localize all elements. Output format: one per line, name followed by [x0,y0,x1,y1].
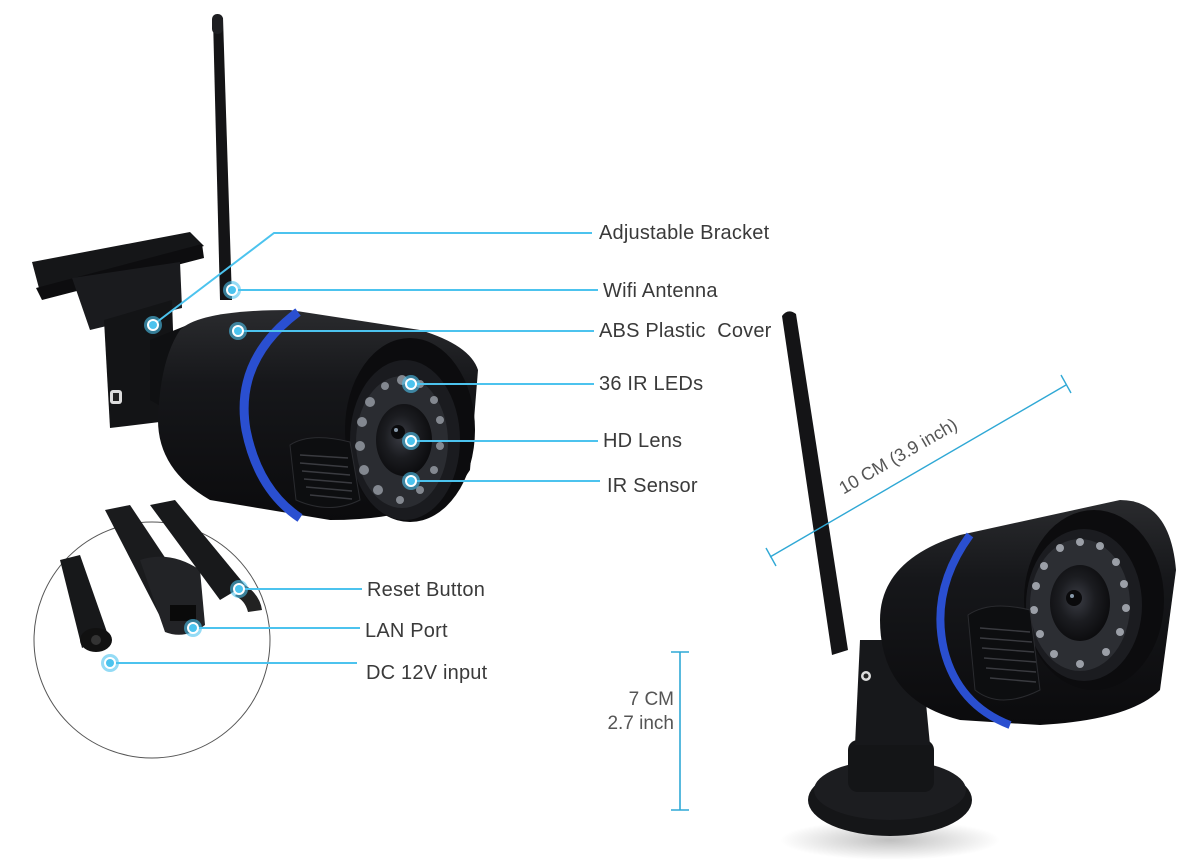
dot-hd-lens [402,432,420,450]
dot-lan-port [184,619,202,637]
label-dc-input: DC 12V input [366,662,488,684]
dot-adjustable-bracket [144,316,162,334]
label-wifi-antenna: Wifi Antenna [603,280,718,302]
dot-wifi-antenna [223,281,241,299]
dot-dc-input [101,654,119,672]
cable-inset [33,500,271,759]
label-hd-lens: HD Lens [603,430,683,452]
label-ir-leds: 36 IR LEDs [599,373,704,395]
dot-reset-button [230,580,248,598]
label-adjustable-bracket: Adjustable Bracket [599,222,770,244]
callout-dots [101,281,420,672]
height-inch: 2.7 inch [607,712,674,734]
dot-abs-cover [229,322,247,340]
dot-ir-sensor [402,472,420,490]
height-dimension-line [671,651,689,811]
callout-lines [110,232,600,664]
label-reset-button: Reset Button [367,579,486,601]
height-dimension-label: 7 CM 2.7 inch [586,688,674,736]
height-cm: 7 CM [628,689,674,710]
label-abs-plastic-cover: ABS Plastic Cover [599,320,772,342]
label-ir-sensor: IR Sensor [607,475,698,497]
length-dimension-line [765,374,1072,567]
label-lan-port: LAN Port [365,620,448,642]
right-camera [780,311,1176,860]
dot-ir-leds [402,375,420,393]
